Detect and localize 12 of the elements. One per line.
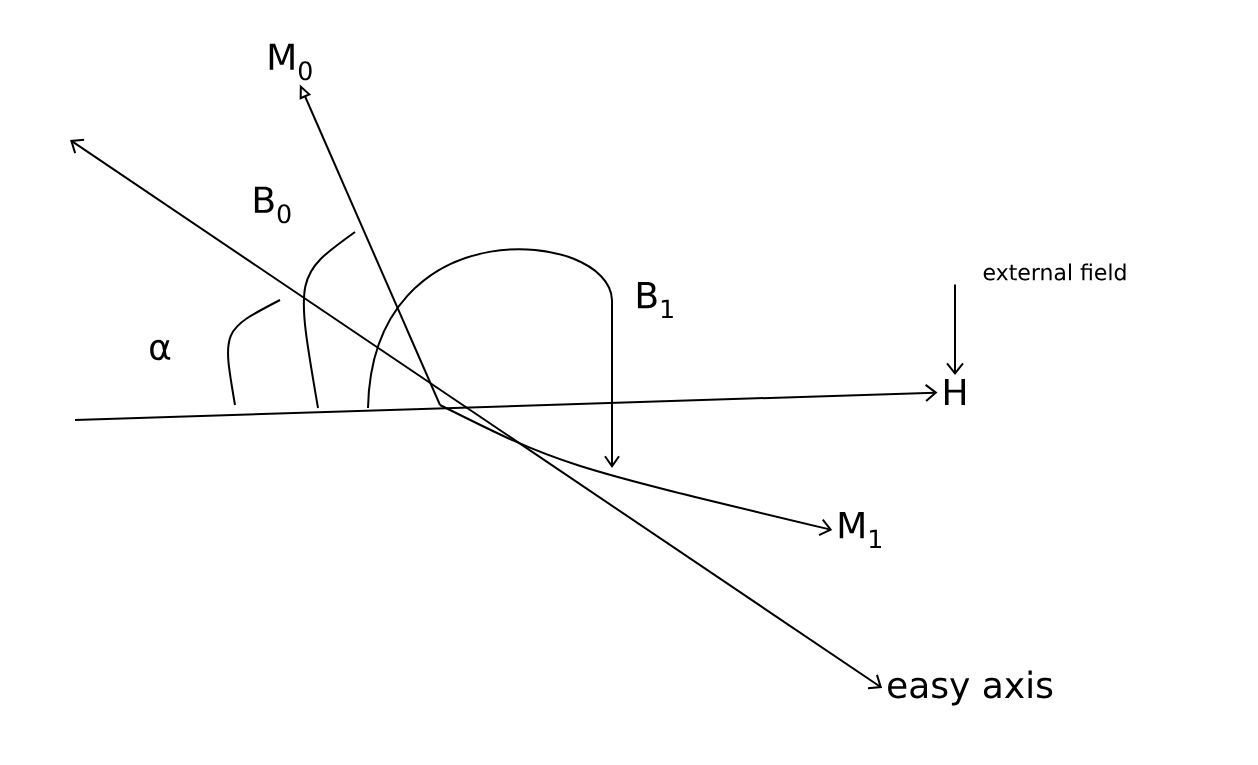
- angle-label: B$_{1}$: [637, 282, 673, 318]
- angle-label: α: [150, 339, 171, 361]
- vector-label: external field: [983, 263, 1126, 281]
- vector-label: easy axis: [888, 670, 1053, 706]
- vector-label: M$_{1}$: [839, 512, 881, 548]
- leader-line: [946, 283, 964, 375]
- vector-arrow: [439, 404, 833, 537]
- vector-label: M$_{0}$: [269, 43, 312, 81]
- vector-arrow: [74, 383, 938, 421]
- axis-arrow: [70, 138, 883, 690]
- angle-label: B$_{0}$: [254, 186, 291, 224]
- vector-label: H: [945, 378, 965, 406]
